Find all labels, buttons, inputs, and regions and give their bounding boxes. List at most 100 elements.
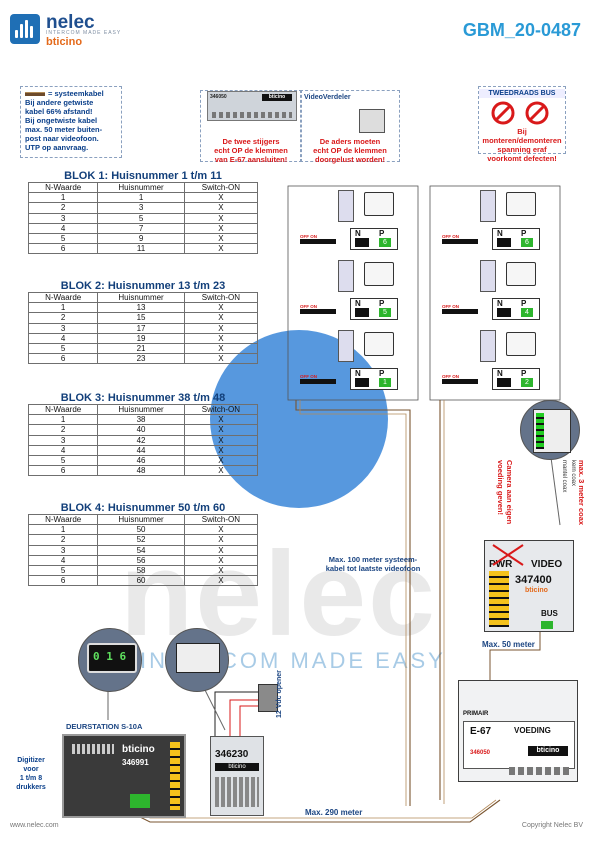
n-label: N	[497, 229, 503, 238]
door-station-s10a: bticino 346991	[62, 734, 186, 818]
callout-line-right	[549, 449, 561, 526]
door-station-code: 346991	[122, 758, 149, 767]
p-label: P	[521, 229, 527, 238]
tweedraads-note-line: Bij monteren/demonteren	[482, 127, 562, 145]
voeding-terminals	[509, 767, 569, 775]
p-value: 5	[379, 308, 391, 317]
p-label: P	[379, 369, 385, 378]
table-cell: X	[183, 353, 259, 365]
p-value: 1	[379, 378, 391, 387]
block-title: BLOK 1: Huisnummer 1 t/m 11	[64, 170, 222, 182]
monitor-icon	[506, 192, 536, 216]
nelec-logo-icon	[10, 14, 40, 44]
n-label: N	[355, 369, 361, 378]
cable-riser-left	[295, 400, 411, 806]
riser-right-outline	[429, 185, 561, 401]
deurstation-label: DEURSTATION S-10A	[66, 722, 143, 731]
bus-terminal-door	[130, 794, 150, 808]
aders-note-line: echt OP de klemmen	[313, 146, 387, 155]
cable-note-line: Bij andere getwiste	[25, 98, 94, 107]
module-zoom	[176, 643, 220, 673]
module-346230: 346230 bticino	[210, 736, 264, 816]
document-id: GBM_20-0487	[462, 20, 581, 40]
videophone-unit	[480, 188, 556, 224]
tweedraads-title: TWEEDRAADS BUS	[479, 89, 565, 98]
opener-text: 12 Vdc opener	[276, 670, 283, 718]
p-value: 2	[521, 378, 533, 387]
legend-line: = systeemkabel	[48, 89, 104, 98]
table-cell: X	[183, 243, 259, 255]
p-value: 4	[521, 308, 533, 317]
cable-note-line: Bij ongetwiste kabel	[25, 116, 98, 125]
voeding-label: VOEDING	[514, 726, 551, 735]
digitizer-line: 1 t/m 8	[19, 775, 43, 782]
stijgers-note-line: De twee stijgers	[222, 137, 280, 146]
pwr-label: PWR	[489, 559, 513, 570]
coax-note-line: kern coax	[570, 460, 576, 487]
voeding-code: 346050	[470, 750, 491, 756]
door-station-brand: bticino	[122, 744, 155, 755]
off-on-label: OFF ON	[300, 234, 317, 239]
max-100-line: kabel tot laatste videofoon	[325, 564, 421, 573]
module-346230-switches	[215, 777, 259, 807]
bus-terminal	[541, 621, 553, 629]
bticino-badge: bticino	[262, 94, 292, 101]
block-title: BLOK 3: Huisnummer 38 t/m 48	[60, 392, 226, 404]
coax-note-line: max. 3 meter coax	[577, 460, 586, 526]
camera-note-line: voeding geven!	[496, 460, 505, 516]
digit-display-value: 0 1 6	[93, 650, 127, 663]
table-cell: 48	[97, 465, 185, 477]
camera-cross-icon	[492, 544, 524, 566]
p-label: P	[379, 299, 385, 308]
tweedraads-box: TWEEDRAADS BUS Bij monteren/demonteren s…	[478, 86, 566, 163]
primair-label: PRIMAIR	[463, 711, 489, 717]
monitor-icon	[506, 262, 536, 286]
cable-note-line: max. 50 meter buiten-	[25, 125, 103, 134]
monitor-icon	[364, 262, 394, 286]
off-on-switch: OFF ON	[300, 234, 340, 246]
digit-display: 0 1 6	[87, 643, 137, 673]
videoverdeler-box: VideoVerdeler De aders moeten echt OP de…	[300, 90, 400, 164]
stijgers-note-box: 346050 bticino De twee stijgers echt OP …	[200, 90, 302, 164]
max-50-label: Max. 50 meter	[482, 640, 535, 649]
videophone-unit	[480, 328, 556, 364]
footer-website: www.nelec.com	[10, 822, 59, 829]
door-opener-icon	[258, 684, 278, 712]
brand-name: nelec	[46, 12, 95, 33]
power-supply-e67: PRIMAIR E-67 VOEDING 346050 bticino	[458, 680, 578, 782]
monitor-icon	[364, 192, 394, 216]
no-power-icon	[491, 101, 549, 125]
aders-note-line: De aders moeten	[319, 137, 381, 146]
opener-wire-1	[229, 699, 258, 740]
block-title: BLOK 4: Huisnummer 50 t/m 60	[60, 502, 226, 514]
n-label: N	[497, 369, 503, 378]
p-label: P	[521, 369, 527, 378]
riser-left-outline	[287, 185, 419, 401]
block-title: BLOK 2: Huisnummer 13 t/m 23	[60, 280, 226, 292]
off-on-switch: OFF ON	[442, 374, 482, 386]
table-cell: 23	[97, 353, 185, 365]
coax-note-line: mantel coax	[561, 460, 567, 493]
monitor-icon	[506, 332, 536, 356]
table-cell: X	[183, 575, 259, 587]
cable-note-line: kabel 66% afstand!	[25, 107, 93, 116]
p-value: 6	[379, 238, 391, 247]
video-label: VIDEO	[531, 559, 563, 570]
max-290-label: Max. 290 meter	[305, 808, 363, 817]
table-cell: 11	[97, 243, 185, 255]
off-on-label: OFF ON	[300, 304, 317, 309]
